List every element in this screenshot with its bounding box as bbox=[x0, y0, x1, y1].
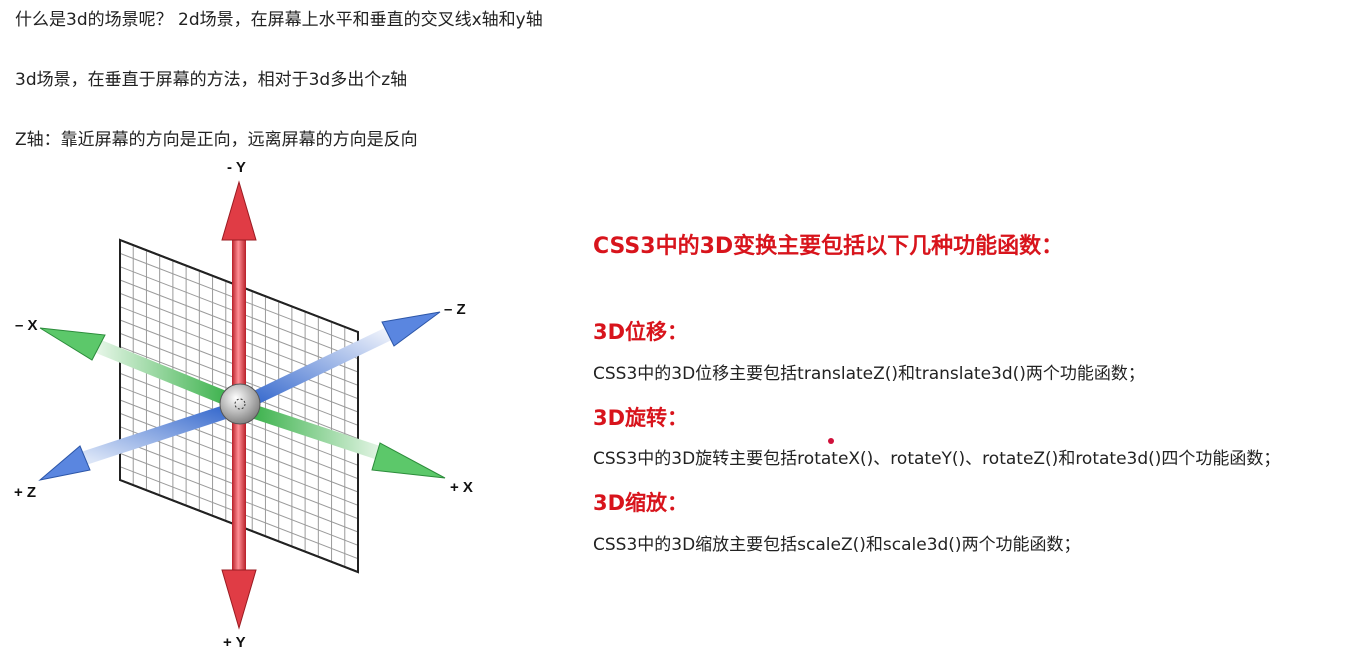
axis-label-pos-x: + X bbox=[450, 479, 473, 496]
scale-section-title: 3D缩放： bbox=[593, 491, 689, 515]
axis-label-pos-y: + Y bbox=[223, 634, 246, 651]
translate-section-title: 3D位移： bbox=[593, 320, 689, 344]
intro-line-1: 什么是3d的场景呢？ 2d场景，在屏幕上水平和垂直的交叉线x轴和y轴 bbox=[15, 10, 543, 30]
x-axis bbox=[39, 327, 446, 479]
origin-sphere bbox=[219, 383, 261, 425]
3d-axes-diagram: - Y + Y – X + X – Z + Z bbox=[14, 159, 473, 651]
axis-label-neg-z: – Z bbox=[444, 301, 466, 318]
summary-heading: CSS3中的3D变换主要包括以下几种功能函数： bbox=[593, 234, 1064, 259]
axis-label-neg-x: – X bbox=[15, 317, 38, 334]
scale-section-text: CSS3中的3D缩放主要包括scaleZ()和scale3d()两个功能函数； bbox=[593, 535, 1081, 555]
intro-line-3: Z轴：靠近屏幕的方向是正向，远离屏幕的方向是反向 bbox=[15, 130, 418, 150]
axis-label-pos-z: + Z bbox=[14, 484, 36, 501]
axis-label-neg-y: - Y bbox=[227, 159, 246, 176]
intro-line-2: 3d场景，在垂直于屏幕的方法，相对于3d多出个z轴 bbox=[15, 70, 408, 90]
pointer-dot bbox=[828, 438, 834, 444]
rotate-section-title: 3D旋转： bbox=[593, 406, 689, 430]
translate-section-text: CSS3中的3D位移主要包括translateZ()和translate3d()… bbox=[593, 364, 1145, 384]
rotate-section-text: CSS3中的3D旋转主要包括rotateX()、rotateY()、rotate… bbox=[593, 449, 1281, 469]
z-axis bbox=[38, 311, 441, 481]
